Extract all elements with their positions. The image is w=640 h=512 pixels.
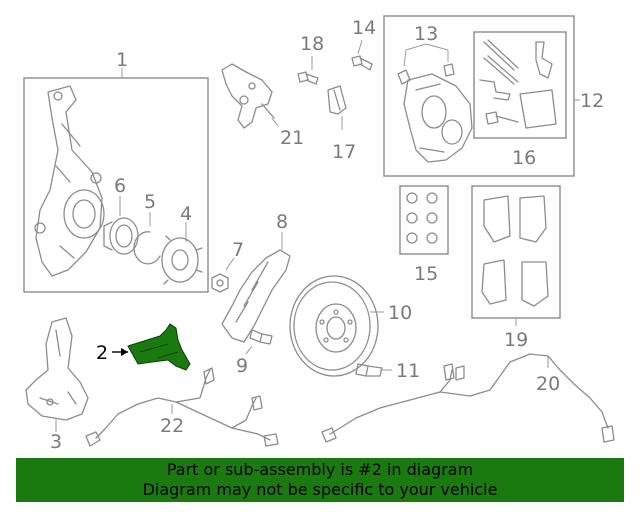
info-banner: Part or sub-assembly is #2 in diagram Di… <box>16 458 624 502</box>
callout-18: 18 <box>300 33 324 55</box>
callout-16: 16 <box>512 147 536 169</box>
callout-5: 5 <box>144 191 156 213</box>
hardware-kit-drawing <box>479 39 557 129</box>
highlighted-part-2 <box>112 323 191 371</box>
rotor-drawing <box>289 275 384 377</box>
callout-1: 1 <box>116 49 128 71</box>
sensor-bracket-drawing <box>221 63 279 129</box>
snap-ring-drawing <box>133 212 161 265</box>
bolt-9-drawing <box>245 329 273 355</box>
banner-line-2: Diagram may not be specific to your vehi… <box>142 480 498 499</box>
callout-4: 4 <box>180 203 192 225</box>
box-part-1 <box>23 77 209 293</box>
box-part-12 <box>383 15 575 177</box>
bolt-18-drawing <box>297 56 319 85</box>
wheel-hub-drawing <box>161 222 203 285</box>
banner-line-1: Part or sub-assembly is #2 in diagram <box>166 460 474 479</box>
box-part-15 <box>399 185 449 255</box>
sensor-wire-left <box>85 367 279 447</box>
bolt-14-drawing <box>351 39 373 71</box>
callout-22: 22 <box>160 415 184 437</box>
brake-pads-group <box>471 185 561 326</box>
sensor-wire-right <box>321 353 615 443</box>
knuckle-drawing <box>34 85 105 277</box>
bracket-part-2 <box>127 323 191 371</box>
pad-clip-drawing <box>327 85 347 130</box>
callout-6: 6 <box>114 175 126 197</box>
nut-drawing <box>211 257 235 293</box>
box-part-16 <box>473 31 567 139</box>
callout-3: 3 <box>50 431 62 453</box>
caliper-group <box>383 15 580 177</box>
callout-17: 17 <box>332 141 356 163</box>
wheel-bearing-drawing <box>103 196 139 255</box>
callout-11: 11 <box>396 360 420 382</box>
caliper-drawing <box>397 63 473 163</box>
callout-12: 12 <box>580 90 604 112</box>
callout-15: 15 <box>414 263 438 285</box>
brake-shield-drawing <box>221 232 291 343</box>
callout-19: 19 <box>504 329 528 351</box>
callout-9: 9 <box>236 355 248 377</box>
knuckle-group <box>23 68 209 293</box>
callout-10: 10 <box>388 302 412 324</box>
pins-group <box>399 185 449 255</box>
box-part-19 <box>471 185 561 319</box>
callout-8: 8 <box>276 211 288 233</box>
callout-14: 14 <box>352 17 376 39</box>
callout-labels: 1 2 3 4 5 6 7 8 9 10 11 12 13 14 15 16 1… <box>50 17 604 453</box>
callout-20: 20 <box>536 373 560 395</box>
callout-13: 13 <box>414 23 438 45</box>
bolt-11-drawing <box>355 363 392 377</box>
shield-lower-drawing <box>25 317 89 432</box>
callout-7: 7 <box>232 239 244 261</box>
callout-21: 21 <box>280 127 304 149</box>
callout-2: 2 <box>96 342 108 364</box>
